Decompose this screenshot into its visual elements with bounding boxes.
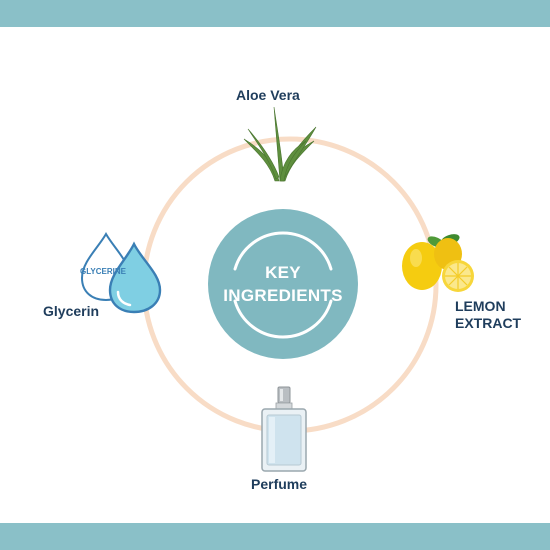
- lemon-extract-line1: LEMON: [455, 298, 506, 314]
- glycerine-drop-text: GLYCERINE: [80, 267, 127, 276]
- lemon-extract-label: LEMON EXTRACT: [455, 298, 521, 332]
- key-ingredients-badge: KEY INGREDIENTS: [208, 209, 358, 359]
- aloe-plant-icon: [243, 106, 317, 182]
- badge-title-line1: KEY: [265, 263, 301, 282]
- water-drop-icon: GLYCERINE: [80, 232, 162, 314]
- glycerin-label: Glycerin: [43, 303, 100, 319]
- perfume-label: Perfume: [251, 476, 308, 492]
- lemon-icon: [402, 234, 474, 292]
- badge-title-line2: INGREDIENTS: [223, 286, 343, 305]
- lemon-extract-line2: EXTRACT: [455, 315, 522, 331]
- bottom-band: [0, 523, 550, 550]
- aloe-vera-label: Aloe Vera: [236, 87, 300, 103]
- perfume-bottle-icon: [261, 386, 307, 472]
- top-band: [0, 0, 550, 27]
- badge-inner-ring: [233, 231, 333, 339]
